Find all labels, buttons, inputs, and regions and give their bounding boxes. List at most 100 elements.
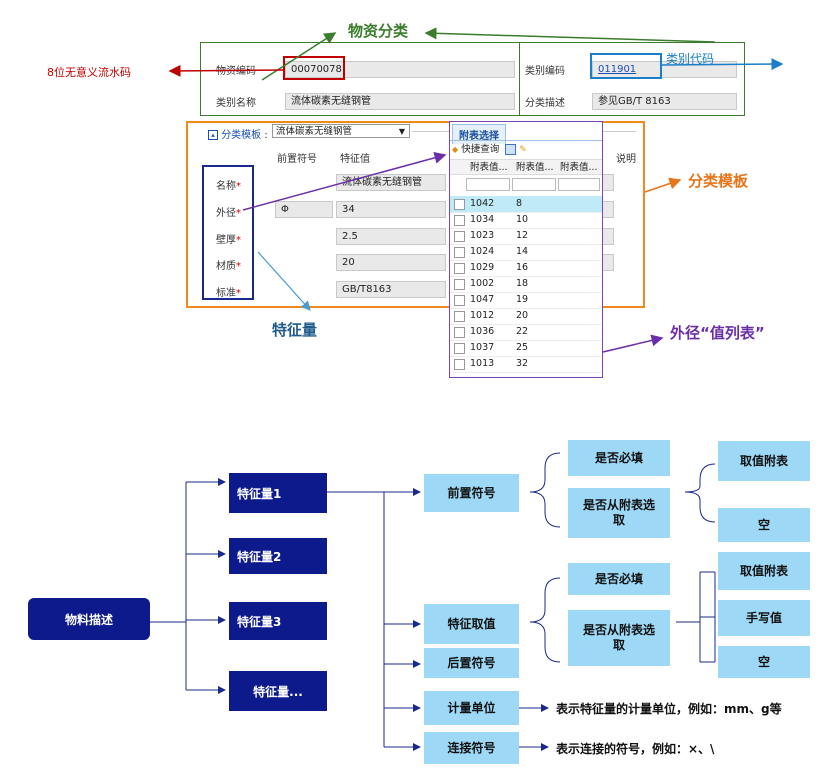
lookup-header: 附表值... 附表值... 附表值... bbox=[450, 159, 602, 175]
row-value: 8 bbox=[516, 198, 523, 209]
row-checkbox[interactable] bbox=[454, 327, 465, 338]
value-required: 是否必填 bbox=[568, 563, 670, 595]
purple-arrow-field bbox=[242, 151, 447, 211]
feature-arrow bbox=[257, 251, 311, 311]
row-checkbox[interactable] bbox=[454, 311, 465, 322]
field-value-standard[interactable]: GB/T8163 bbox=[336, 281, 446, 298]
feature-box-more: 特征量... bbox=[229, 671, 327, 711]
prefix-from-table: 是否从附表选取 bbox=[568, 488, 670, 538]
field-value-material[interactable]: 20 bbox=[336, 254, 446, 271]
table-row[interactable]: 1024 14 bbox=[450, 244, 602, 261]
field-label-standard: 标准* bbox=[216, 288, 241, 299]
col-header-1[interactable]: 附表值... bbox=[470, 162, 508, 173]
chevron-down-icon: ▼ bbox=[398, 127, 405, 136]
star-icon: ◆ bbox=[452, 145, 459, 154]
col-header-3[interactable]: 附表值... bbox=[560, 162, 598, 173]
type-desc-field[interactable]: 参见GB/T 8163 bbox=[592, 93, 737, 110]
field-value-name[interactable]: 流体碳素无缝钢管 bbox=[336, 174, 446, 191]
table-row[interactable]: 1047 19 bbox=[450, 292, 602, 309]
feature-note: 特征量 bbox=[272, 321, 318, 339]
green-arrow-left bbox=[261, 32, 337, 81]
row-value: 22 bbox=[516, 326, 529, 337]
field-label-name: 名称* bbox=[216, 181, 241, 192]
row-value: 18 bbox=[516, 278, 529, 289]
row-id: 1029 bbox=[470, 262, 495, 273]
category-group-box-right bbox=[519, 42, 745, 116]
row-id: 1036 bbox=[470, 326, 495, 337]
value-list-note: 外径“值列表” bbox=[670, 324, 765, 342]
serial-note: 8位无意义流水码 bbox=[47, 66, 131, 79]
quick-query-label[interactable]: 快捷查询 bbox=[461, 144, 500, 155]
field-label-thickness: 壁厚* bbox=[216, 235, 241, 246]
desc-header: 说明 bbox=[616, 154, 636, 165]
row-value: 14 bbox=[516, 246, 529, 257]
collapse-icon[interactable]: ▴ bbox=[208, 130, 218, 140]
type-code-highlight-box bbox=[590, 53, 662, 79]
row-id: 1047 bbox=[470, 294, 495, 305]
template-select[interactable]: 流体碳素无缝钢管 ▼ bbox=[272, 124, 410, 138]
filter-input-3[interactable] bbox=[558, 178, 600, 191]
type-code-link[interactable]: 011901 bbox=[598, 64, 637, 75]
row-checkbox[interactable] bbox=[454, 295, 465, 306]
code-field[interactable]: 00070078 bbox=[285, 61, 515, 78]
type-name-field[interactable]: 流体碳素无缝钢管 bbox=[285, 93, 515, 110]
row-checkbox[interactable] bbox=[454, 215, 465, 226]
top-arrows bbox=[168, 27, 784, 353]
clear-icon[interactable]: ✎ bbox=[519, 145, 527, 155]
category-title: 物资分类 bbox=[348, 22, 409, 40]
filter-input-1[interactable] bbox=[466, 178, 510, 191]
blue-arrow bbox=[661, 58, 784, 71]
lookup-tab-line bbox=[450, 140, 602, 141]
join-desc: 表示连接的符号，例如：×、\ bbox=[556, 742, 715, 756]
table-row[interactable]: 1002 18 bbox=[450, 276, 602, 293]
prop-join: 连接符号 bbox=[424, 732, 519, 764]
row-value: 20 bbox=[516, 310, 529, 321]
filter-input-2[interactable] bbox=[512, 178, 556, 191]
flow-connectors bbox=[150, 452, 716, 751]
row-value: 10 bbox=[516, 214, 529, 225]
prefix-empty: 空 bbox=[718, 508, 810, 542]
row-checkbox[interactable] bbox=[454, 263, 465, 274]
row-checkbox[interactable] bbox=[454, 231, 465, 242]
template-header[interactable]: ▴ 分类模板 : bbox=[208, 126, 268, 141]
template-note: 分类模板 bbox=[688, 172, 749, 190]
field-value-thickness[interactable]: 2.5 bbox=[336, 228, 446, 245]
prop-prefix: 前置符号 bbox=[424, 474, 519, 512]
row-value: 19 bbox=[516, 294, 529, 305]
col-header-2[interactable]: 附表值... bbox=[516, 162, 554, 173]
prefix-required: 是否必填 bbox=[568, 440, 670, 476]
row-value: 32 bbox=[516, 358, 529, 369]
field-prefix-diameter[interactable]: Φ bbox=[275, 201, 333, 218]
row-id: 1024 bbox=[470, 246, 495, 257]
type-desc-label: 分类描述 bbox=[525, 98, 565, 109]
lookup-tab[interactable]: 附表选择 bbox=[452, 124, 506, 144]
row-checkbox[interactable] bbox=[454, 343, 465, 354]
row-checkbox[interactable] bbox=[454, 359, 465, 370]
row-checkbox[interactable] bbox=[454, 247, 465, 258]
value-from-table: 是否从附表选取 bbox=[568, 610, 670, 666]
template-label: 分类模板 bbox=[221, 130, 262, 141]
row-id: 1037 bbox=[470, 342, 495, 353]
field-value-diameter[interactable]: 34 bbox=[336, 201, 446, 218]
row-checkbox[interactable] bbox=[454, 199, 465, 210]
prop-unit: 计量单位 bbox=[424, 691, 519, 725]
table-row[interactable]: 1037 25 bbox=[450, 340, 602, 357]
category-group-box bbox=[200, 42, 520, 116]
template-colon: : bbox=[264, 130, 268, 141]
code-highlight-box bbox=[283, 56, 345, 80]
row-id: 1002 bbox=[470, 278, 495, 289]
row-value: 12 bbox=[516, 230, 529, 241]
value-empty: 空 bbox=[718, 646, 810, 678]
row-value: 25 bbox=[516, 342, 529, 353]
table-row[interactable]: 1036 22 bbox=[450, 324, 602, 341]
row-checkbox[interactable] bbox=[454, 279, 465, 290]
query-icon[interactable] bbox=[505, 144, 517, 155]
